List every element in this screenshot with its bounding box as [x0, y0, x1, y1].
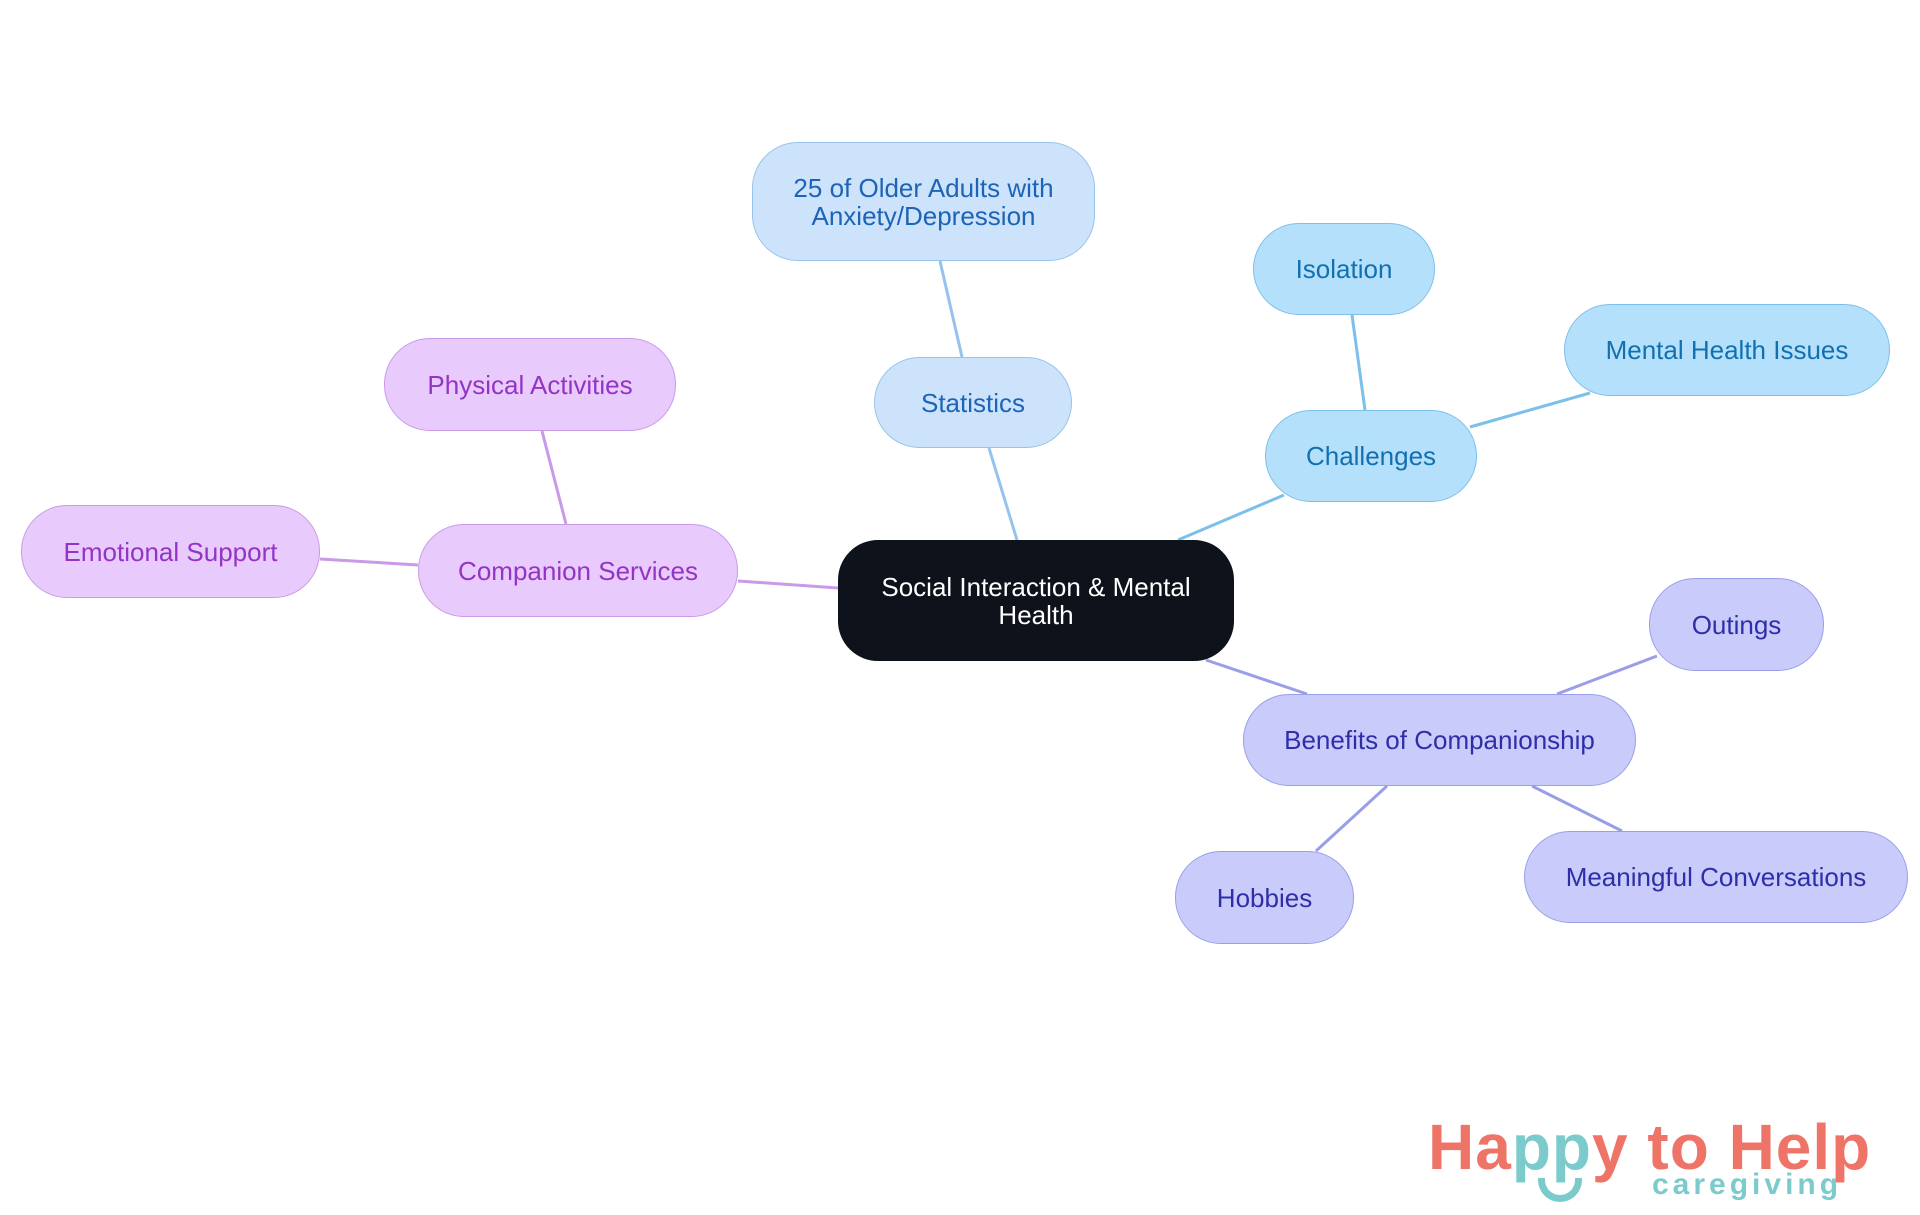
node-label: Statistics	[920, 387, 1026, 418]
node-label: Meaningful Conversations	[1565, 862, 1867, 892]
node-label: Isolation	[1295, 254, 1393, 284]
node-label: 25 of Older Adults with Anxiety/Depressi…	[793, 172, 1054, 231]
node-meaningful-conversations[interactable]: Meaningful Conversations	[1524, 831, 1908, 923]
node-label: Mental Health Issues	[1605, 335, 1849, 365]
logo-subtitle: caregiving	[1652, 1168, 1843, 1201]
node-emotional-support[interactable]: Emotional Support	[21, 505, 320, 598]
node-label: Social Interaction & Mental Health	[881, 571, 1191, 630]
node-label: Physical Activities	[427, 369, 633, 400]
node-statistics[interactable]: Statistics	[874, 357, 1072, 448]
node-physical-activities[interactable]: Physical Activities	[384, 338, 676, 431]
logo-text-part3: y to Help	[1592, 1111, 1872, 1183]
node-challenges[interactable]: Challenges	[1265, 410, 1477, 502]
node-label: Emotional Support	[63, 536, 278, 567]
node-label: Challenges	[1305, 441, 1437, 471]
node-label: Hobbies	[1216, 882, 1313, 913]
logo-wordmark: Happy to Help	[1428, 1112, 1871, 1182]
smile-icon	[1538, 1178, 1582, 1202]
node-label: Benefits of Companionship	[1284, 725, 1595, 755]
node-mental-health-issues[interactable]: Mental Health Issues	[1564, 304, 1890, 396]
node-older-adults-statistic[interactable]: 25 of Older Adults with Anxiety/Depressi…	[752, 142, 1095, 261]
node-hobbies[interactable]: Hobbies	[1175, 851, 1354, 944]
node-root-social-interaction[interactable]: Social Interaction & Mental Health	[838, 540, 1234, 661]
logo-text-part2: pp	[1511, 1111, 1592, 1183]
node-outings[interactable]: Outings	[1649, 578, 1824, 671]
node-label: Outings	[1691, 609, 1782, 640]
logo-text-part1: Ha	[1428, 1111, 1512, 1183]
node-companion-services[interactable]: Companion Services	[418, 524, 738, 617]
happy-to-help-logo: Happy to Help caregiving	[1428, 1112, 1888, 1207]
node-isolation[interactable]: Isolation	[1253, 223, 1435, 315]
node-label: Companion Services	[458, 555, 698, 586]
node-benefits-of-companionship[interactable]: Benefits of Companionship	[1243, 694, 1636, 786]
